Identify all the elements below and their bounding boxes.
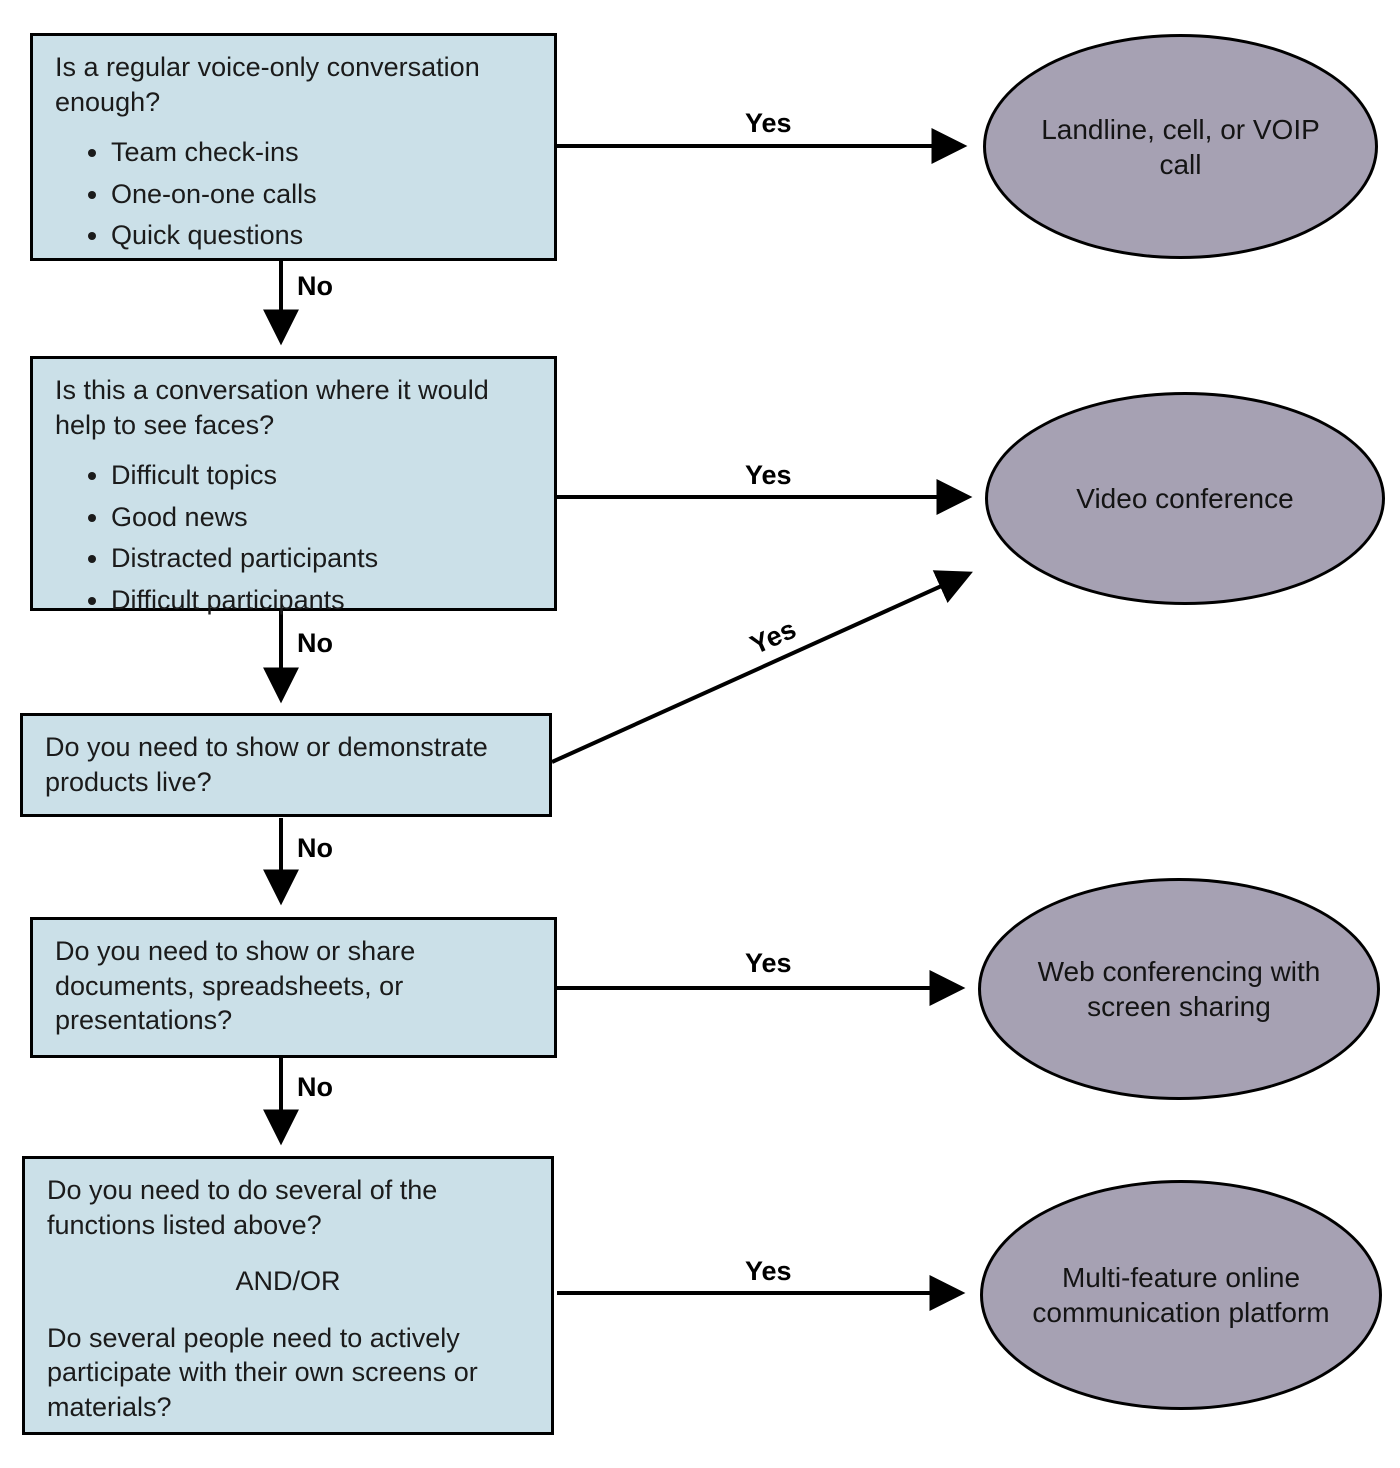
question-title: Is a regular voice-only conversation eno… [55, 52, 480, 117]
and-or-connector: AND/OR [235, 1266, 341, 1297]
outcome-label: Web conferencing with screen sharing [1037, 956, 1321, 1022]
question-box-demonstrate-products: Do you need to show or demonstrate produ… [20, 713, 552, 817]
outcome-ellipse-multi-feature-platform: Multi-feature online communication platf… [980, 1180, 1382, 1410]
bullet-item: Quick questions [111, 218, 532, 253]
outcome-label: Landline, cell, or VOIP call [1041, 113, 1320, 180]
bullet-item: Difficult participants [111, 583, 532, 618]
question-box-voice-only: Is a regular voice-only conversation eno… [30, 33, 557, 261]
outcome-ellipse-video-conference: Video conference [985, 392, 1385, 605]
question-box-several-functions: Do you need to do several of the functio… [22, 1156, 554, 1435]
no-label-q2: No [297, 628, 333, 658]
question-box-see-faces: Is this a conversation where it would he… [30, 356, 557, 615]
yes-arrow-q3-o2 [551, 570, 973, 764]
bullet-item: Good news [111, 500, 532, 535]
yes-label-q5: Yes [745, 1256, 792, 1286]
yes-label-q1: Yes [745, 108, 792, 138]
outcome-ellipse-landline: Landline, cell, or VOIP call [983, 34, 1378, 259]
question-box-share-documents: Do you need to show or share documents, … [30, 917, 557, 1058]
question-bullets: Team check-ins One-on-one calls Quick qu… [55, 135, 532, 253]
question-line-2: Do several people need to actively parti… [47, 1322, 478, 1422]
yes-label-q4: Yes [745, 948, 792, 978]
question-title: Do you need to show or demonstrate produ… [45, 732, 488, 797]
question-title: Is this a conversation where it would he… [55, 375, 489, 440]
question-line-1: Do you need to do several of the functio… [47, 1175, 438, 1240]
no-label-q3: No [297, 833, 333, 863]
question-title: Do you need to show or share documents, … [55, 936, 416, 1036]
yes-label-q2: Yes [745, 460, 792, 490]
outcome-label: Video conference [1076, 483, 1294, 514]
bullet-item: Team check-ins [111, 135, 532, 170]
no-label-q1: No [297, 271, 333, 301]
bullet-item: Distracted participants [111, 541, 532, 576]
outcome-label: Multi-feature online communication platf… [1032, 1262, 1330, 1328]
no-label-q4: No [297, 1072, 333, 1102]
bullet-item: Difficult topics [111, 458, 532, 493]
outcome-ellipse-web-conferencing: Web conferencing with screen sharing [978, 878, 1380, 1100]
yes-label-q3-diagonal: Yes [745, 613, 801, 661]
question-bullets: Difficult topics Good news Distracted pa… [55, 458, 532, 617]
bullet-item: One-on-one calls [111, 177, 532, 212]
